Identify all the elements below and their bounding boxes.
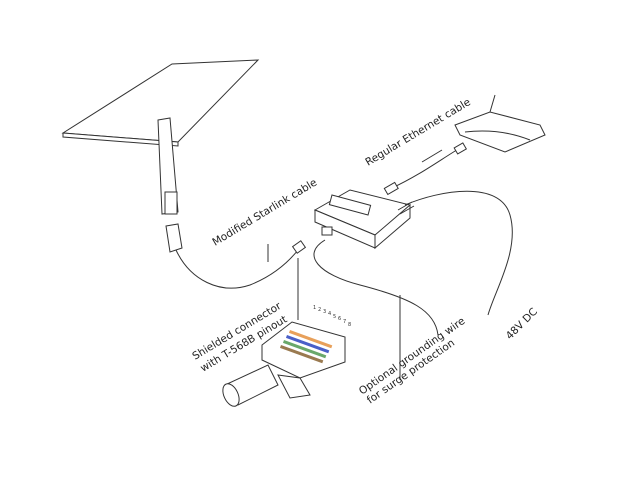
router <box>313 189 411 250</box>
label-starlink-cable: Modified Starlink cable <box>210 177 319 249</box>
pin-numbers: 1 2 3 4 5 6 7 8 <box>313 305 351 328</box>
starlink-cable <box>175 249 299 289</box>
label-grounding-line1: Optional grounding wire <box>357 315 468 397</box>
wifi-router <box>454 94 546 153</box>
grounding-wire <box>313 239 439 336</box>
pin-2: 2 <box>318 307 321 313</box>
pin-5: 5 <box>333 314 336 320</box>
starlink-dish <box>61 59 260 253</box>
pin-6: 6 <box>338 316 341 322</box>
starlink-cable-plug <box>291 240 307 254</box>
pin-4: 4 <box>328 311 331 317</box>
pin-8: 8 <box>348 322 351 328</box>
pin-3: 3 <box>323 309 326 315</box>
power-cable <box>404 190 513 316</box>
ethernet-cable <box>391 147 461 189</box>
pin-1: 1 <box>313 305 316 311</box>
wire-colors <box>279 330 333 364</box>
label-ethernet-cable: Regular Ethernet cable <box>363 96 472 168</box>
rj45-connector <box>222 258 346 407</box>
label-power: 48V DC <box>504 306 540 342</box>
pin-7: 7 <box>343 319 346 325</box>
